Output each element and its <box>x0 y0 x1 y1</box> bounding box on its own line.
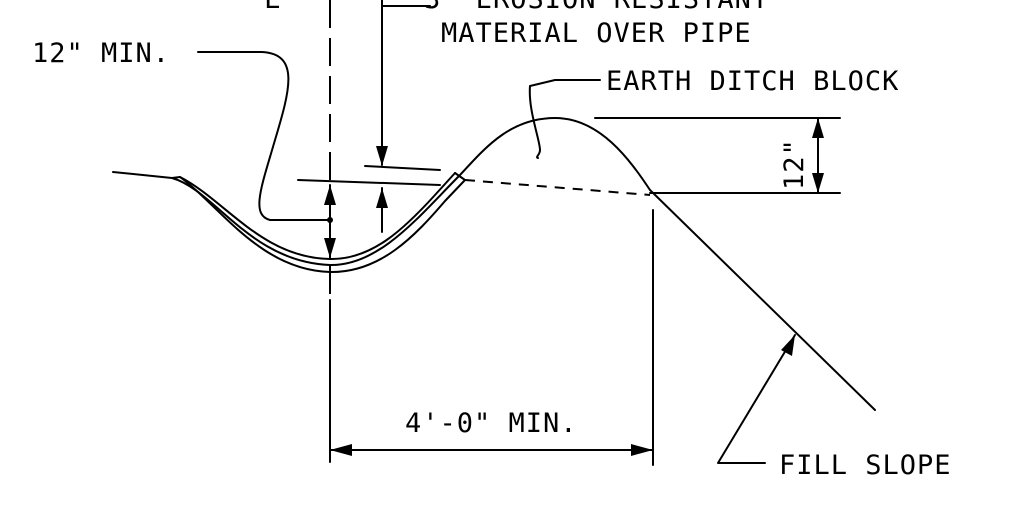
earth-ditch-block-label: EARTH DITCH BLOCK <box>606 66 899 97</box>
offset-arrow-right <box>631 444 653 456</box>
depth-arrow-down <box>324 238 336 258</box>
twelve-min-label: 12" MIN. <box>32 38 170 69</box>
twelve-inch-vertical-label: 12" <box>779 138 810 190</box>
four-foot-min-label: 4'-0" MIN. <box>405 408 578 439</box>
pipe-inner <box>179 176 466 274</box>
offset-arrow-left <box>330 444 352 456</box>
berm-arrow-up <box>812 118 824 138</box>
material-arrow-up <box>376 188 388 208</box>
erosion-material-label-line1: 3" EROSION RESISTANT <box>424 0 769 15</box>
earth-ditch-block-leader <box>528 79 601 159</box>
reference-line-right <box>364 165 441 171</box>
ground-profile <box>112 117 876 411</box>
pipe-end <box>454 172 466 181</box>
twelve-min-leader <box>197 51 331 221</box>
reference-line-left <box>297 179 441 186</box>
berm-arrow-down <box>812 173 824 193</box>
depth-arrow-up <box>324 185 336 205</box>
top-marker-label: L <box>264 0 281 15</box>
fill-slope-arrow <box>781 335 795 356</box>
pipe-projection-line <box>464 179 651 196</box>
pipe-outer <box>171 172 456 261</box>
fill-slope-label: FILL SLOPE <box>779 450 952 481</box>
fill-slope-leader <box>717 334 796 464</box>
erosion-material-label-line2: MATERIAL OVER PIPE <box>441 18 752 49</box>
material-arrow-down <box>376 146 388 166</box>
